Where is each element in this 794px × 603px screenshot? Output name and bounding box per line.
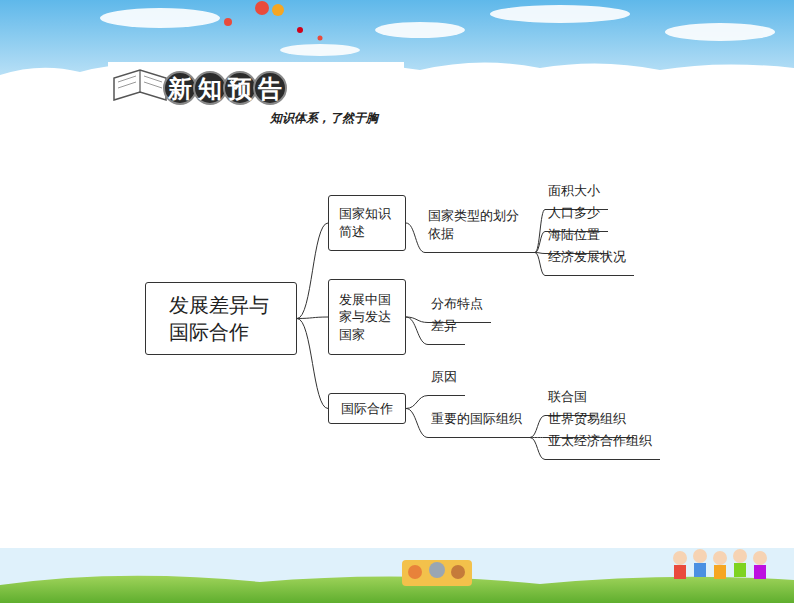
branch-line [406, 223, 425, 253]
node-text: 联合国 [548, 388, 587, 406]
text-column: 发展差异与国际合作 [169, 292, 273, 346]
header-title: 新知预告 [168, 73, 288, 105]
node-text: 世界贸易组织 [548, 410, 626, 428]
branch-line [406, 317, 428, 345]
node-text: 经济发展状况 [548, 248, 626, 266]
node-text: 国家类型的划分依据 [428, 207, 524, 242]
underlined-item: 经济发展状况 [545, 248, 634, 276]
node-text: 亚太经济合作组织 [548, 432, 652, 450]
text-column: 联合国 [548, 388, 587, 406]
underlined-item: 亚太经济合作组织 [545, 432, 660, 460]
topic-box: 国家知识简述 [328, 195, 406, 251]
branch-line [535, 232, 545, 253]
node-text: 国家知识简述 [339, 205, 395, 240]
node-text: 发展差异与国际合作 [169, 292, 273, 346]
subtitle: 知识体系，了然于胸 [270, 110, 378, 127]
branch-line [535, 253, 545, 276]
text-column: 世界贸易组织 [548, 410, 626, 428]
branch-line [297, 223, 328, 319]
balloons [224, 1, 323, 41]
node-text: 分布特点 [431, 295, 483, 313]
node-text: 差异 [431, 317, 457, 335]
text-column: 原因 [431, 368, 457, 386]
cartoon-animals [402, 560, 472, 586]
branch-line [530, 416, 545, 438]
text-column: 重要的国际组织 [431, 410, 522, 428]
node-text: 国际合作 [341, 400, 393, 418]
node-text: 重要的国际组织 [431, 410, 522, 428]
text-column: 国际合作 [341, 400, 393, 418]
topic-box: 发展中国家与发达国家 [328, 279, 406, 355]
grass [0, 576, 794, 603]
node-text: 面积大小 [548, 182, 600, 200]
topic-box: 发展差异与国际合作 [145, 282, 297, 355]
text-column: 分布特点 [431, 295, 483, 313]
text-column: 经济发展状况 [548, 248, 626, 266]
cloud-band [0, 62, 794, 603]
text-column: 差异 [431, 317, 457, 335]
branch-line [530, 438, 545, 460]
branch-line [297, 317, 328, 319]
node-text: 海陆位置 [548, 226, 600, 244]
horizon [0, 548, 794, 603]
book-icon [114, 70, 166, 100]
header-panel [108, 62, 404, 110]
node-text: 原因 [431, 368, 457, 386]
text-column: 国家知识简述 [339, 205, 395, 240]
underlined-item: 重要的国际组织 [428, 410, 530, 438]
text-column: 人口多少 [548, 204, 600, 222]
branch-line [406, 409, 428, 438]
underlined-item: 国家类型的划分依据 [425, 207, 535, 253]
clouds [100, 5, 775, 56]
text-column: 面积大小 [548, 182, 600, 200]
text-column: 亚太经济合作组织 [548, 432, 652, 450]
text-column: 国家类型的划分依据 [428, 207, 524, 242]
branch-line [297, 319, 328, 409]
cartoon-kids [673, 549, 767, 579]
branch-line [535, 210, 545, 253]
text-column: 发展中国家与发达国家 [339, 291, 395, 344]
underlined-item: 差异 [428, 317, 465, 345]
text-column: 海陆位置 [548, 226, 600, 244]
underlined-item: 原因 [428, 368, 465, 396]
topic-box: 国际合作 [328, 393, 406, 424]
branch-line [406, 396, 428, 409]
node-text: 人口多少 [548, 204, 600, 222]
node-text: 发展中国家与发达国家 [339, 291, 395, 344]
